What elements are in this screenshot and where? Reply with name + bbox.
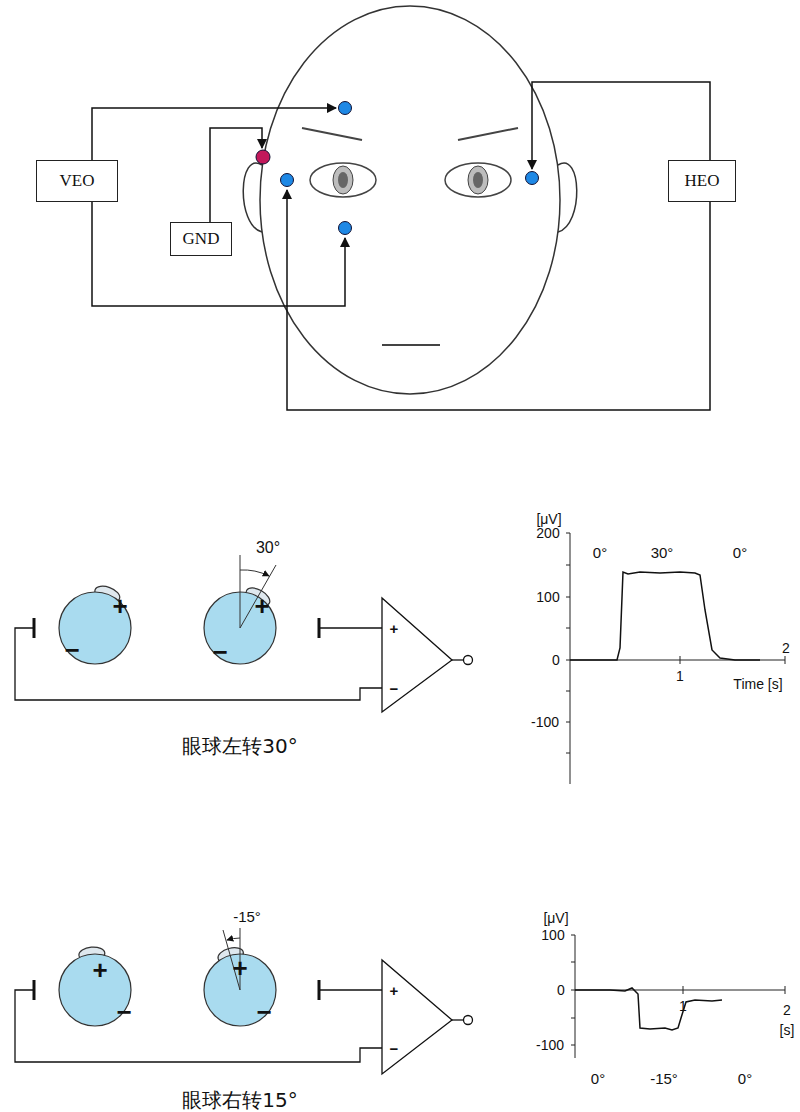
signal-trace <box>575 988 722 1030</box>
polarity-sign: + <box>254 593 269 619</box>
electrode-plate <box>34 618 319 638</box>
amp-input-sign: − <box>390 1041 399 1056</box>
polarity-sign: − <box>212 639 227 665</box>
amp-input-sign: + <box>390 621 399 636</box>
angle-label: -15° <box>233 909 261 924</box>
tick-label: -100 <box>531 715 559 729</box>
angle-label: 0° <box>593 545 607 560</box>
chart-axes <box>571 935 785 1058</box>
caption: 眼球左转30° <box>182 736 297 756</box>
eye <box>310 163 511 197</box>
chart-axes <box>566 533 785 784</box>
angle-label: 0° <box>738 1071 752 1086</box>
channel-box: VEO <box>36 160 118 202</box>
polarity-sign: + <box>232 955 247 981</box>
angle-label: 0° <box>591 1071 605 1086</box>
electrode <box>256 102 539 235</box>
channel-name: GND <box>183 229 220 249</box>
channel-name: HEO <box>685 171 720 191</box>
ground-box: GND <box>170 222 232 256</box>
tick-label: 2 <box>783 1003 791 1017</box>
angle-mark <box>240 555 276 628</box>
tick-label: 0 <box>557 983 565 997</box>
amplifier-symbol <box>382 598 473 712</box>
polarity-sign: − <box>64 637 79 663</box>
signal-trace <box>570 572 760 660</box>
axis-title: [s] <box>780 1023 795 1037</box>
head-outline <box>243 6 577 394</box>
axis-unit: [μV] <box>543 911 568 925</box>
angle-label: -15° <box>650 1071 678 1086</box>
tick-label: 1 <box>676 669 684 683</box>
polarity-sign: − <box>256 999 271 1025</box>
polarity-sign: − <box>116 999 131 1025</box>
axis-title: Time [s] <box>733 677 782 691</box>
angle-label: 30° <box>256 540 280 556</box>
signal-trace <box>570 572 760 1030</box>
eyeball <box>59 945 276 1026</box>
angle-label: 0° <box>733 545 747 560</box>
polarity-sign: + <box>112 593 127 619</box>
face-features <box>302 128 518 345</box>
tick-label: 100 <box>541 928 564 942</box>
electrode-plate <box>34 980 319 1000</box>
amp-input-sign: − <box>390 681 399 696</box>
lead-wire <box>92 82 710 410</box>
amplifier-symbol <box>382 960 473 1074</box>
eyeball <box>59 583 276 664</box>
tick-label: 200 <box>536 526 559 540</box>
amp-input-sign: + <box>390 983 399 998</box>
tick-label: 2 <box>782 641 790 655</box>
channel-name: VEO <box>60 171 95 191</box>
channel-box: HEO <box>668 160 736 202</box>
tick-label: 1 <box>679 999 687 1013</box>
axis-unit: [μV] <box>536 512 561 526</box>
angle-label: 30° <box>651 545 674 560</box>
tick-label: 0 <box>552 653 560 667</box>
tick-label: 100 <box>536 590 559 604</box>
caption: 眼球右转15° <box>182 1090 297 1110</box>
polarity-sign: + <box>92 957 107 983</box>
tick-label: -100 <box>536 1038 564 1052</box>
